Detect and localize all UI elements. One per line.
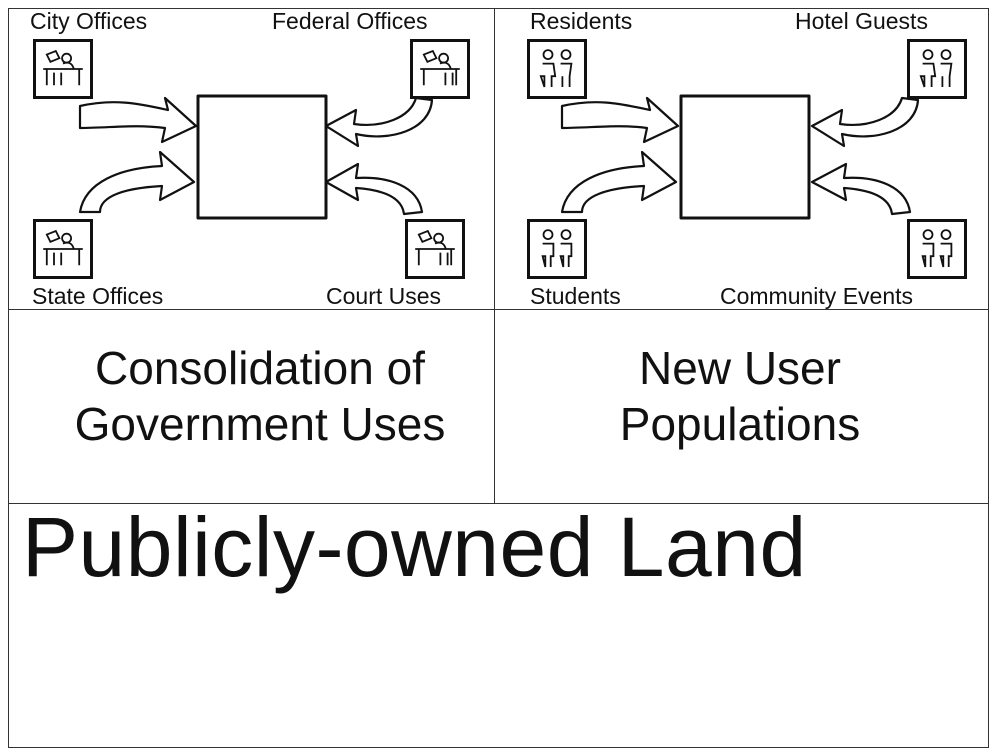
office-desk-icon	[33, 219, 93, 279]
label-community-events: Community Events	[720, 283, 914, 309]
government-caption: Consolidation of Government Uses	[30, 340, 490, 452]
people-icon	[907, 219, 967, 279]
publicly-owned-land-title: Publicly-owned Land	[22, 500, 807, 594]
populations-caption-line1: New User	[639, 342, 841, 394]
government-caption-line2: Government Uses	[74, 398, 446, 450]
label-students: Students	[530, 283, 621, 309]
divider-vertical	[494, 8, 496, 504]
people-icon	[527, 39, 587, 99]
arrow-state	[78, 150, 196, 214]
label-state-offices: State Offices	[32, 283, 164, 309]
arrow-court	[324, 162, 424, 216]
divider-horizontal-2	[8, 503, 989, 505]
office-desk-icon	[405, 219, 465, 279]
people-icon	[907, 39, 967, 99]
label-hotel-guests: Hotel Guests	[795, 8, 928, 34]
government-center-box	[196, 94, 328, 220]
office-desk-icon	[410, 39, 470, 99]
divider-horizontal-1	[8, 309, 989, 311]
arrow-residents	[560, 96, 680, 144]
people-icon	[527, 219, 587, 279]
label-federal-offices: Federal Offices	[272, 8, 428, 34]
government-caption-line1: Consolidation of	[95, 342, 425, 394]
label-city-offices: City Offices	[30, 8, 148, 34]
label-court-uses: Court Uses	[326, 283, 442, 309]
arrow-federal	[324, 96, 434, 148]
populations-caption-line2: Populations	[619, 398, 861, 450]
populations-center-box	[679, 94, 811, 220]
label-residents: Residents	[530, 8, 633, 34]
office-desk-icon	[33, 39, 93, 99]
populations-caption: New User Populations	[505, 340, 975, 452]
arrow-hotel	[810, 96, 920, 148]
arrow-students	[560, 150, 678, 214]
arrow-city	[78, 96, 198, 144]
arrow-community	[810, 162, 912, 216]
